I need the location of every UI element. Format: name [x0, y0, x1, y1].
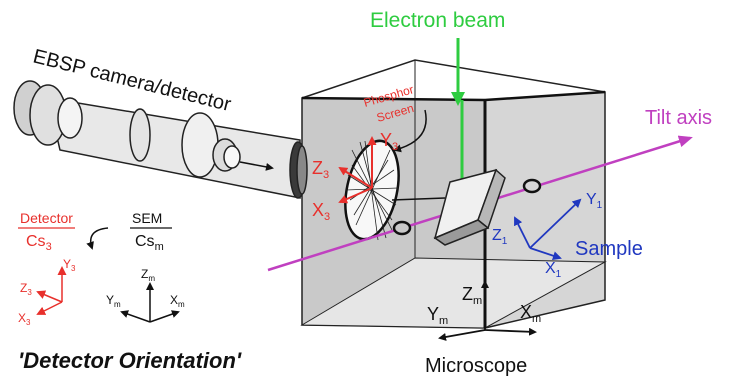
- microscope-z-label: Zm: [462, 284, 482, 307]
- legend-detector-x: X3: [18, 311, 31, 327]
- ebsp-camera: [13, 80, 308, 199]
- sample-axes: [514, 198, 582, 261]
- chamber-top-right: [484, 90, 606, 102]
- sample-to-screen-line: [391, 197, 446, 201]
- legend-detector-axes: [36, 266, 67, 315]
- legend-microscope-x: Xm: [170, 293, 185, 309]
- microscope-x-label: Xm: [520, 302, 541, 325]
- legend-sem-label: SEM: [132, 210, 162, 226]
- phosphor-pointer: [393, 109, 427, 153]
- chamber-hole-right: [522, 178, 542, 194]
- detector-axes-on-screen: [338, 136, 377, 204]
- camera-lens-front: [223, 145, 241, 169]
- legend-curved-arrow: [86, 227, 109, 250]
- legend-csm-label: Csm: [135, 233, 164, 253]
- camera-port-ring: [296, 145, 308, 195]
- sample-y-label: Y1: [586, 191, 603, 211]
- sample-z-label: Z1: [492, 227, 508, 247]
- sample-block: [433, 168, 506, 246]
- legend-microscope-z: Zm: [141, 267, 155, 283]
- camera-travel-arrow: [239, 161, 274, 171]
- legend-microscope-y: Ym: [106, 293, 121, 309]
- electron-beam-label: Electron beam: [370, 9, 505, 32]
- camera-collar-1: [129, 108, 151, 162]
- microscope-axes: [438, 280, 537, 341]
- chamber-top-edge: [301, 59, 606, 99]
- legend-detector-y: Y3: [63, 257, 76, 273]
- phosphor-screen: [344, 139, 400, 241]
- camera-collar-2: [181, 112, 219, 178]
- microscope-label: Microscope: [425, 355, 527, 376]
- camera-tube: [47, 97, 301, 199]
- chamber-floor: [300, 257, 607, 329]
- legend-detector-label: Detector: [20, 210, 73, 226]
- sample-x-label: X1: [545, 260, 562, 280]
- detector-z-label: Z3: [312, 158, 329, 181]
- sample-label: Sample: [575, 238, 643, 260]
- detector-y-label: Y3: [380, 130, 398, 153]
- detector-x-label: X3: [312, 200, 330, 223]
- microscope-y-label: Ym: [427, 304, 448, 327]
- chamber-hole-left: [392, 220, 412, 236]
- camera-rear-lens: [57, 97, 83, 139]
- detector-orientation-label: 'Detector Orientation': [18, 348, 242, 373]
- legend-cs3-label: Cs3: [26, 233, 52, 253]
- tilt-axis-label: Tilt axis: [645, 107, 712, 129]
- legend-microscope-axes: [120, 282, 180, 323]
- legend-detector-z: Z3: [20, 281, 32, 297]
